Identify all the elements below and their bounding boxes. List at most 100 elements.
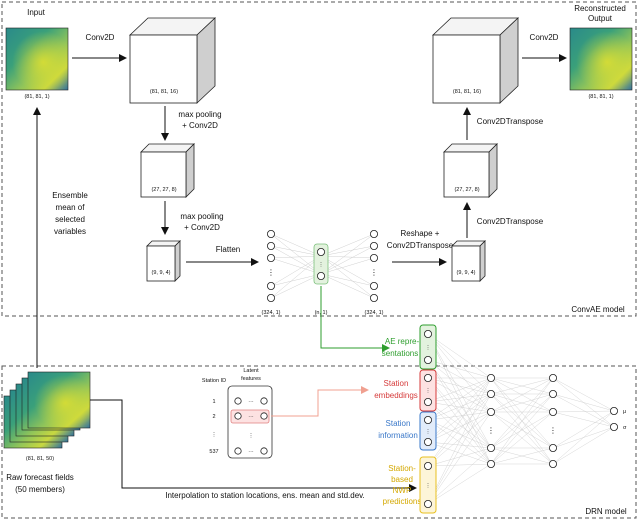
raw-dims: (81, 81, 50) (26, 456, 54, 462)
dense-vdots: ⋮ (370, 268, 378, 277)
reshape-line2: Conv2DTranspose (387, 241, 454, 250)
dblock1-dims: (81, 81, 16) (453, 89, 481, 95)
pool1-line2: + Conv2D (182, 121, 218, 130)
ensemble-line1: Ensemble (52, 191, 88, 200)
hidden2-vdots: ⋮ (549, 426, 557, 435)
convT2-label: Conv2DTranspose (477, 117, 544, 126)
output-sigma: σ (623, 425, 627, 431)
flatten-layer (266, 229, 275, 302)
output-label-line1: Reconstructed (574, 4, 626, 13)
pool2-line2: + Conv2D (184, 223, 220, 232)
nwp-line1: Station- (388, 464, 416, 473)
embedding-row-537 (234, 447, 268, 455)
bottleneck-edges (270, 233, 375, 299)
raw-forecast-stack (3, 371, 91, 449)
convT1-label: Conv2DTranspose (477, 217, 544, 226)
decoder-block3-cube (451, 240, 486, 282)
dblock3-dims: (9, 9, 4) (457, 270, 476, 276)
block2-dims: (27, 27, 8) (151, 187, 176, 193)
ae-input-group (419, 324, 437, 370)
flatten-vdots: ⋮ (267, 268, 275, 277)
arrow-ae-representations (320, 286, 390, 352)
emb-vdots: ⋮ (425, 388, 431, 394)
encoder-block3-cube (146, 240, 181, 282)
station-id-1: 1 (212, 399, 215, 405)
ae-line1: AE repre- (385, 337, 420, 346)
flatten-label: Flatten (216, 245, 240, 254)
flat2-dims: (324, 1) (365, 310, 384, 316)
info-vdots: ⋮ (425, 429, 431, 435)
nwp-line3: NWP (393, 486, 412, 495)
ae-vdots: ⋮ (425, 345, 431, 351)
emb-line1: Station (384, 379, 409, 388)
embedding-row-2 (234, 412, 268, 420)
conv2d-in-label: Conv2D (86, 33, 115, 42)
dblock2-dims: (27, 27, 8) (454, 187, 479, 193)
convae-panel-label: ConvAE model (571, 305, 625, 314)
output-mu: μ (623, 409, 626, 415)
input-dims: (81, 81, 1) (24, 94, 49, 100)
nwp-input-group (419, 456, 437, 514)
drn-edges (427, 333, 615, 505)
arrow-interpolation (90, 399, 417, 492)
embedding-row-highlight (230, 409, 270, 424)
pool2-line1: max pooling (180, 212, 223, 221)
station-id-537: 537 (209, 449, 218, 455)
drn-output-layer (610, 406, 619, 431)
output-map (569, 27, 633, 91)
pool1-line1: max pooling (178, 110, 221, 119)
reshape-line1: Reshape + (401, 229, 440, 238)
block3-dims: (9, 9, 4) (152, 270, 171, 276)
latent-features-line1: Latent (243, 368, 259, 374)
rows-vdots: ⋮ (248, 433, 254, 439)
drn-input-nodes (423, 329, 432, 508)
ae-line2: sentations (382, 349, 418, 358)
decoder-block2-cube (443, 143, 498, 198)
encoder-block2-cube (140, 143, 195, 198)
encoder-block1-cube (128, 17, 217, 104)
latent-box (313, 243, 329, 285)
interp-label: Interpolation to station locations, ens.… (165, 491, 365, 500)
flat-dims: (324, 1) (262, 310, 281, 316)
station-id-2: 2 (212, 414, 215, 420)
row537-dots: ··· (248, 449, 254, 455)
info-line1: Station (386, 419, 411, 428)
ensemble-line3: selected (55, 215, 85, 224)
block1-dims: (81, 81, 16) (150, 89, 178, 95)
convae-panel (1, 1, 637, 317)
row2-dots: ··· (248, 414, 254, 420)
station-id-header: Station ID (202, 378, 226, 384)
conv2d-out-label: Conv2D (530, 33, 559, 42)
row1-dots: ··· (248, 399, 254, 405)
arrow-embedding (271, 386, 369, 417)
embedding-table (227, 385, 273, 459)
latent-vdots: ⋮ (318, 262, 324, 268)
output-dims: (81, 81, 1) (588, 94, 613, 100)
raw-line2: (50 members) (15, 485, 65, 494)
ensemble-line2: mean of (56, 203, 86, 212)
emb-line2: embeddings (374, 391, 418, 400)
station-id-vdots: ⋮ (211, 432, 217, 438)
drn-panel (1, 365, 637, 519)
info-input-group (419, 411, 437, 451)
nwp-vdots: ⋮ (425, 483, 431, 489)
raw-line1: Raw forecast fields (6, 473, 74, 482)
nwp-line2: based (391, 475, 413, 484)
drn-hidden-layer-2 (549, 373, 558, 468)
input-map (5, 27, 69, 91)
output-label-line2: Output (588, 14, 613, 23)
decoder-dense-layer (369, 229, 378, 302)
embedding-input-group (419, 369, 437, 412)
embedding-row-1 (234, 397, 268, 405)
decoder-block1-cube (431, 17, 520, 104)
nwp-line4: predictions (383, 497, 422, 506)
latent-features-line2: features (241, 376, 261, 382)
info-line2: information (378, 431, 418, 440)
drn-hidden-layer-1 (486, 373, 495, 468)
hidden1-vdots: ⋮ (487, 426, 495, 435)
ensemble-line4: variables (54, 227, 86, 236)
latent-layer (316, 247, 325, 280)
input-label: Input (27, 8, 46, 17)
drn-panel-label: DRN model (585, 507, 627, 516)
